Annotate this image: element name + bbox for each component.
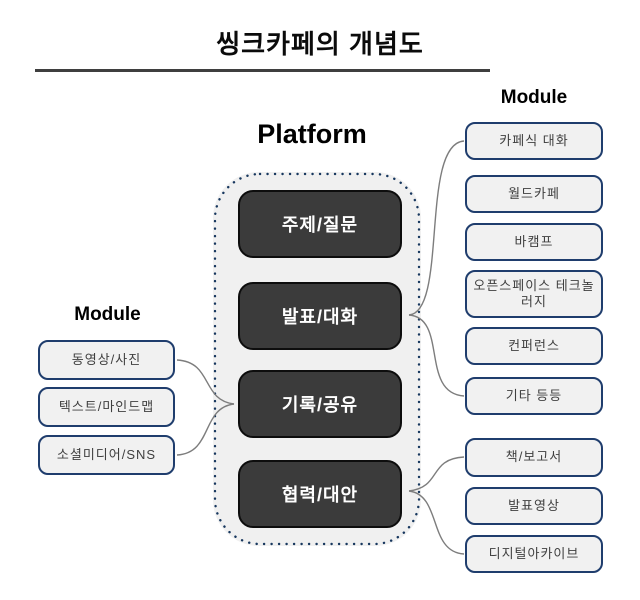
- module-item-digital-archive: 디지털아카이브: [465, 535, 603, 573]
- platform-box-topic: 주제/질문: [238, 190, 402, 258]
- module-item-barcamp: 바캠프: [465, 223, 603, 261]
- module-item-text-mindmap: 텍스트/마인드맵: [38, 387, 175, 427]
- diagram-title: 씽크카페의 개념도: [216, 29, 424, 59]
- module-item-cafe-talk: 카페식 대화: [465, 122, 603, 160]
- module-item-video-photo: 동영상/사진: [38, 340, 175, 380]
- title-divider: [35, 69, 490, 72]
- platform-box-discussion: 발표/대화: [238, 282, 402, 350]
- module-item-book-report: 책/보고서: [465, 438, 603, 477]
- module-item-presentation-video: 발표영상: [465, 487, 603, 525]
- module-item-conference: 컨퍼런스: [465, 327, 603, 365]
- module-item-social-sns: 소셜미디어/SNS: [38, 435, 175, 475]
- platform-box-collab: 협력/대안: [238, 460, 402, 528]
- module-item-open-space: 오픈스페이스 테크놀러지: [465, 270, 603, 318]
- left-module-label: Module: [74, 304, 141, 325]
- module-item-etc: 기타 등등: [465, 377, 603, 415]
- platform-label: Platform: [257, 119, 367, 149]
- platform-box-record: 기록/공유: [238, 370, 402, 438]
- module-item-world-cafe: 월드카페: [465, 175, 603, 213]
- right-module-label: Module: [500, 87, 568, 108]
